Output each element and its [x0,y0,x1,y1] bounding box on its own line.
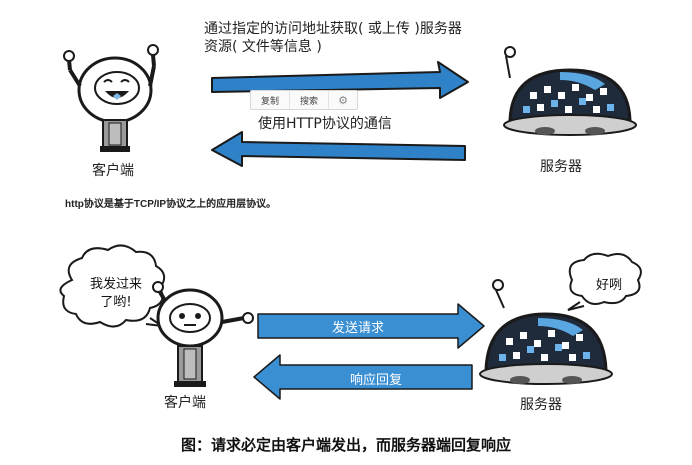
response-arrow-top [211,131,466,167]
request-label-wrap: 发送请求 [258,317,458,336]
response-arrow-bottom [253,354,473,400]
request-arrow-top [211,61,469,99]
figure-caption: 图：请求必定由客户端发出，而服务器端回复响应 [180,436,511,454]
top-caption-line2: 资源( 文件等信息 ) [204,39,322,55]
client-speech-bubble [59,244,166,328]
top-client-label: 客户端 [92,163,134,179]
server-bubble-text: 好咧 [595,278,622,293]
client-robot-top [63,44,159,152]
server-robot-bottom [479,279,613,385]
request-arrow-bottom [257,303,485,349]
gear-icon[interactable]: ⚙ [338,93,348,107]
response-label-wrap: 响应回复 [280,369,472,388]
request-label: 发送请求 [331,321,384,336]
top-server-label: 服务器 [540,159,582,175]
bottom-client-label: 客户端 [164,395,206,411]
copy-button[interactable]: 复制 [251,91,291,109]
top-caption-line1: 通过指定的访问地址获取( 或上传 )服务器 [204,21,462,37]
client-bubble-line1: 我发过来 [89,277,142,292]
client-bubble-line2: 了哟! [100,295,132,310]
server-robot-top [503,46,637,136]
server-speech-bubble [568,252,642,305]
note-text: http协议是基于TCP/IP协议之上的应用层协议。 [65,199,277,210]
response-label: 响应回复 [349,373,402,388]
selection-toolbar: 复制 搜索 ⚙ [250,90,358,110]
top-arrow-caption: 使用HTTP协议的通信 [258,116,392,132]
client-robot-bottom [152,281,254,387]
search-button[interactable]: 搜索 [290,91,330,109]
bottom-server-label: 服务器 [520,397,562,413]
